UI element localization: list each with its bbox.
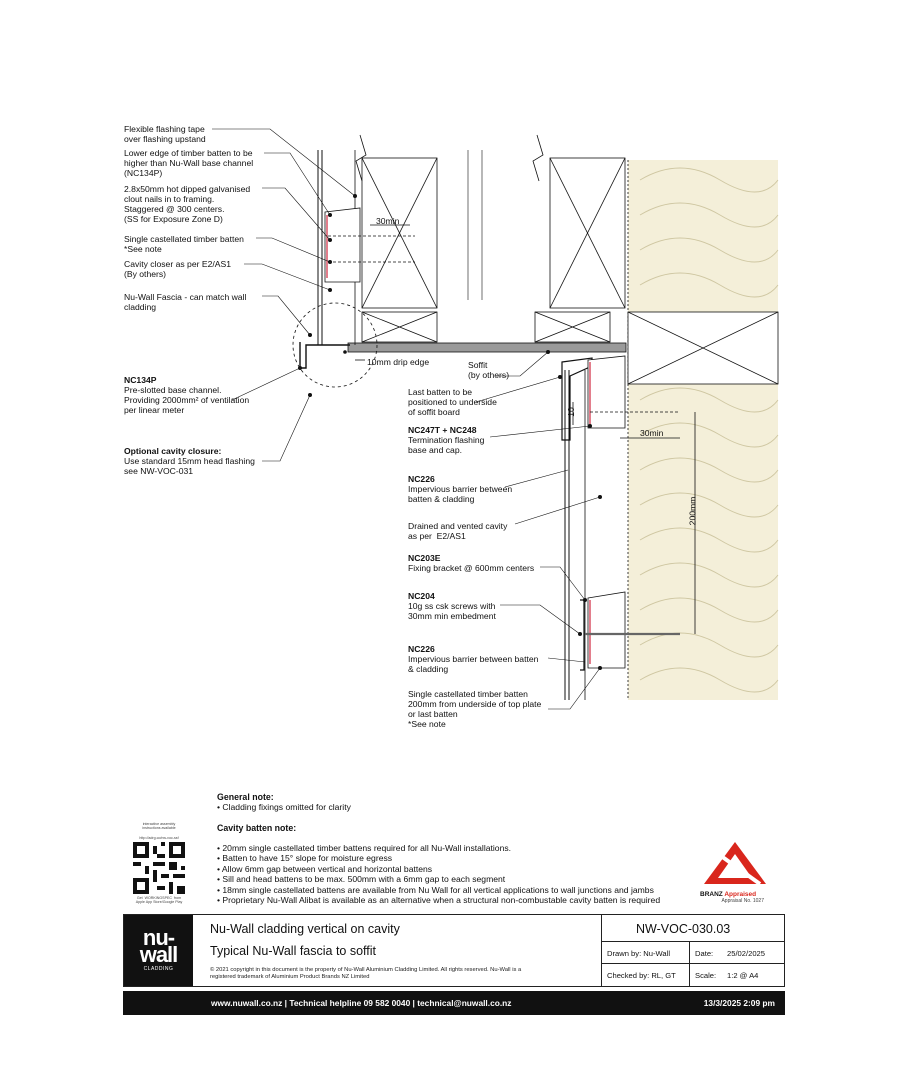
label-single-batten: Single castellated timber batten *See no… <box>124 234 244 254</box>
label-nc134p-desc: Pre-slotted base channel. Providing 2000… <box>124 385 250 415</box>
cavity-note-item: • Proprietary Nu-Wall Alibat is availabl… <box>217 895 661 906</box>
date-value: 25/02/2025 <box>727 949 766 958</box>
label-nc204-code: NC204 <box>408 591 435 601</box>
drawing-number: NW-VOC-030.03 <box>636 922 731 936</box>
logo-line-2: wall <box>139 942 179 967</box>
termination-flashing <box>561 357 593 441</box>
scale-label: Scale: <box>695 971 717 980</box>
branz-appraised-logo: BRANZ Appraised Appraisal No. 1027 <box>700 838 772 908</box>
cavity-note-item: • Sill and head battens to be max. 500mm… <box>217 874 506 885</box>
general-note: General note: • Cladding fixings omitted… <box>217 792 351 812</box>
branz-mark-icon <box>704 842 766 886</box>
label-nc226b-desc: Impervious barrier between batten & clad… <box>408 654 539 674</box>
drawing-subtitle: Typical Nu-Wall fascia to soffit <box>210 944 377 958</box>
label-nc203e-desc: Fixing bracket @ 600mm centers <box>408 563 535 573</box>
checked-by: Checked by: RL, GT <box>607 971 676 980</box>
copyright-text: © 2021 copyright in this document is the… <box>210 967 522 980</box>
footer-contact-links[interactable]: www.nuwall.co.nz | Technical helpline 09… <box>211 998 512 1008</box>
label-soffit: Soffit (by others) <box>468 360 510 380</box>
cavity-note-heading: Cavity batten note: <box>217 823 297 833</box>
cavity-note-item: • 20mm single castellated timber battens… <box>217 843 512 853</box>
drawn-by: Drawn by: Nu-Wall <box>607 949 671 958</box>
label-single-batten-lower: Single castellated timber batten 200mm f… <box>408 689 542 729</box>
qr-code-icon[interactable] <box>133 842 185 894</box>
label-nc203e-code: NC203E <box>408 553 441 563</box>
qr-block: interactive assembly instructions availa… <box>130 822 188 904</box>
label-optional-head: Optional cavity closure: <box>124 446 222 456</box>
label-nc226b-code: NC226 <box>408 644 435 654</box>
label-flashing-tape: Flexible flashing tape over flashing ups… <box>124 124 206 144</box>
drawing-title: Nu-Wall cladding vertical on cavity <box>210 922 400 936</box>
label-lower-edge: Lower edge of timber batten to be higher… <box>124 148 254 178</box>
footer-bar: www.nuwall.co.nz | Technical helpline 09… <box>123 991 785 1015</box>
nuwall-logo: nu- wall CLADDING <box>124 915 193 986</box>
title-block: nu- wall CLADDING Nu-Wall cladding verti… <box>123 914 785 987</box>
logo-line-3: CLADDING <box>143 966 174 972</box>
cavity-note-item: • 18mm single castellated battens are av… <box>217 884 654 895</box>
fascia-profile <box>299 342 350 369</box>
dim-200mm: 200mm <box>687 496 698 526</box>
label-optional-desc: Use standard 15mm head flashing see NW-V… <box>124 456 255 476</box>
label-nc204-desc: 10g ss csk screws with 30mm min embedmen… <box>408 601 496 621</box>
insulation-area <box>628 160 778 700</box>
branz-appraised: Appraised <box>724 891 757 898</box>
qr-caption-bottom: Get WORKINGSPEC from Apple App Store/Goo… <box>135 896 183 904</box>
qr-caption-top: interactive assembly instructions availa… <box>142 822 176 830</box>
branz-appraisal-number: Appraisal No. 1027 <box>721 898 764 904</box>
label-nc226-desc: Impervious barrier between batten & clad… <box>408 484 513 504</box>
label-fascia: Nu-Wall Fascia - can match wall cladding <box>124 292 247 312</box>
label-nc247t-desc: Termination flashing base and cap. <box>408 435 485 455</box>
footer-timestamp: 13/3/2025 2:09 pm <box>703 998 775 1008</box>
dim-30min-lower: 30min <box>640 428 664 438</box>
branz-brand: BRANZ <box>700 891 723 898</box>
label-nc226-code: NC226 <box>408 474 435 484</box>
cavity-batten-note: Cavity batten note: • 20mm single castel… <box>217 823 660 905</box>
cavity-note-item: • Allow 6mm gap between vertical and hor… <box>217 863 433 874</box>
soffit-board <box>347 342 627 353</box>
label-last-batten: Last batten to be positioned to undersid… <box>408 387 497 417</box>
general-note-item: • Cladding fixings omitted for clarity <box>217 802 351 812</box>
date-label: Date: <box>695 949 714 958</box>
dim-10: 10 <box>565 407 576 417</box>
cavity-note-item: • Batten to have 15° slope for moisture … <box>217 853 393 864</box>
label-nc134p-code: NC134P <box>124 375 157 385</box>
dim-30min-upper: 30min <box>376 216 400 226</box>
general-note-heading: General note: <box>217 792 274 802</box>
label-clout-nails: 2.8x50mm hot dipped galvanised clout nai… <box>124 184 251 224</box>
logo-line-1: nu- <box>142 925 175 950</box>
label-cavity-closer: Cavity closer as per E2/AS1 (By others) <box>124 259 231 279</box>
scale-value: 1:2 @ A4 <box>727 971 759 980</box>
label-drained-cavity: Drained and vented cavity as per E2/AS1 <box>408 521 508 541</box>
label-drip-edge: 10mm drip edge <box>367 357 430 367</box>
qr-url[interactable]: http://adrg.co/nw-voc-ssf <box>139 836 179 840</box>
label-nc247t-code: NC247T + NC248 <box>408 425 477 435</box>
